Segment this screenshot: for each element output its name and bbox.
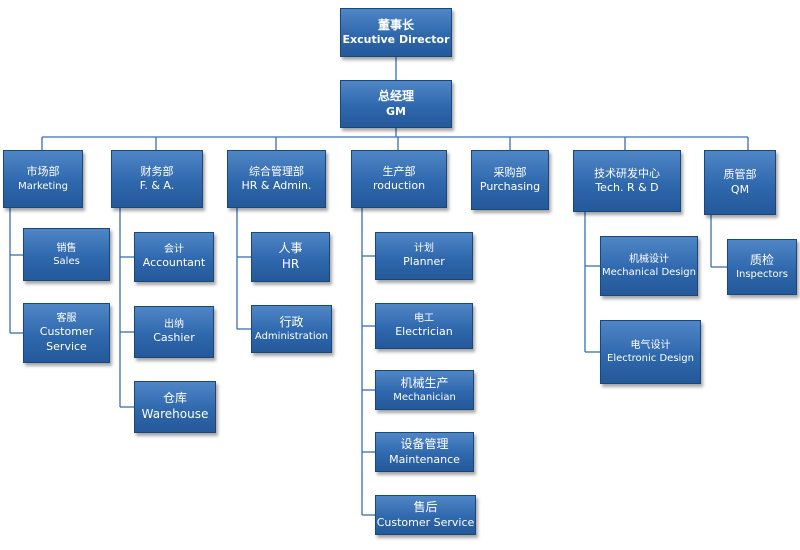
node-label-zh: 客服: [56, 313, 77, 325]
node-label-zh: 人事: [278, 241, 303, 256]
node-label-en: Mechanician: [393, 392, 456, 404]
node-label-en: Customer Service: [39, 325, 94, 353]
node-label-zh: 计划: [414, 243, 434, 255]
node-label-zh: 采购部: [493, 165, 527, 179]
node-sales: 销售 Sales: [23, 228, 110, 281]
node-maintenance: 设备管理 Maintenance: [375, 432, 474, 472]
node-label-en: F. & A.: [139, 179, 175, 192]
dept-marketing: 市场部 Marketing: [3, 150, 83, 208]
node-label-en: Marketing: [18, 180, 68, 192]
node-label-en: Inspectors: [736, 269, 788, 281]
node-label-zh: 机械生产: [400, 375, 449, 390]
node-label-en: Maintenance: [389, 452, 460, 466]
node-label-en: Mechanical Design: [602, 267, 696, 278]
node-customer-service-production: 售后 Customer Service: [375, 495, 476, 535]
node-label-en: Accountant: [142, 256, 206, 270]
node-label-zh: 出纳: [164, 319, 184, 331]
dept-hr-admin: 综合管理部 HR & Admin.: [227, 150, 326, 208]
node-label-zh: 行政: [279, 314, 304, 329]
node-label-zh: 电工: [414, 313, 434, 325]
node-executive-director: 董事长 Excutive Director: [340, 8, 452, 57]
node-label-en: HR: [281, 257, 300, 271]
node-label-zh: 会计: [164, 244, 184, 256]
dept-qm: 质管部 QM: [704, 150, 776, 215]
node-label-zh: 技术研发中心: [594, 166, 660, 180]
node-customer-service-marketing: 客服 Customer Service: [23, 303, 110, 363]
dept-finance: 财务部 F. & A.: [111, 150, 203, 208]
node-label-en: Excutive Director: [342, 33, 450, 47]
node-inspectors: 质检 Inspectors: [727, 239, 797, 295]
node-label-zh: 财务部: [140, 164, 174, 178]
node-label-zh: 质检: [749, 252, 774, 267]
node-label-en: Cashier: [153, 331, 195, 345]
node-cashier: 出纳 Cashier: [134, 306, 214, 358]
node-mechanician: 机械生产 Mechanician: [375, 370, 474, 410]
node-label-en: Administration: [254, 331, 329, 343]
node-label-zh: 售后: [413, 500, 438, 515]
node-administration: 行政 Administration: [251, 305, 332, 353]
node-accountant: 会计 Accountant: [134, 232, 214, 282]
node-electronic-design: 电气设计 Electronic Design: [600, 320, 701, 384]
node-label-zh: 设备管理: [400, 437, 449, 452]
node-label-en: Warehouse: [141, 407, 209, 421]
node-label-zh: 董事长: [377, 17, 414, 32]
node-label-zh: 质管部: [723, 168, 757, 182]
node-planner: 计划 Planner: [375, 232, 473, 280]
node-label-zh: 机械设计: [629, 254, 669, 265]
node-electrician: 电工 Electrician: [375, 303, 473, 349]
node-label-en: Planner: [403, 255, 445, 269]
node-label-en: Tech. R & D: [595, 181, 659, 194]
node-label-en: roduction: [372, 179, 426, 192]
dept-purchasing: 采购部 Purchasing: [471, 150, 549, 210]
node-label-zh: 电气设计: [630, 340, 671, 351]
node-label-zh: 市场部: [26, 165, 60, 179]
node-label-en: Electronic Design: [607, 353, 694, 364]
node-label-zh: 生产部: [382, 164, 416, 178]
node-label-en: HR & Admin.: [241, 179, 312, 192]
node-label-en: GM: [386, 104, 406, 118]
node-mechanical-design: 机械设计 Mechanical Design: [600, 236, 698, 296]
node-label-zh: 总经理: [377, 89, 414, 104]
dept-production: 生产部 roduction: [351, 150, 447, 208]
node-gm: 总经理 GM: [340, 80, 452, 128]
node-label-zh: 仓库: [162, 391, 187, 406]
node-label-en: Sales: [53, 255, 80, 267]
node-label-en: QM: [730, 182, 750, 196]
dept-tech-rd: 技术研发中心 Tech. R & D: [573, 150, 681, 212]
node-label-zh: 销售: [56, 242, 77, 254]
node-warehouse: 仓库 Warehouse: [134, 381, 216, 433]
node-label-zh: 综合管理部: [249, 164, 304, 178]
node-label-en: Customer Service: [376, 515, 475, 529]
node-label-en: Purchasing: [479, 180, 541, 193]
node-label-en: Electrician: [395, 325, 453, 339]
node-hr: 人事 HR: [251, 232, 330, 282]
